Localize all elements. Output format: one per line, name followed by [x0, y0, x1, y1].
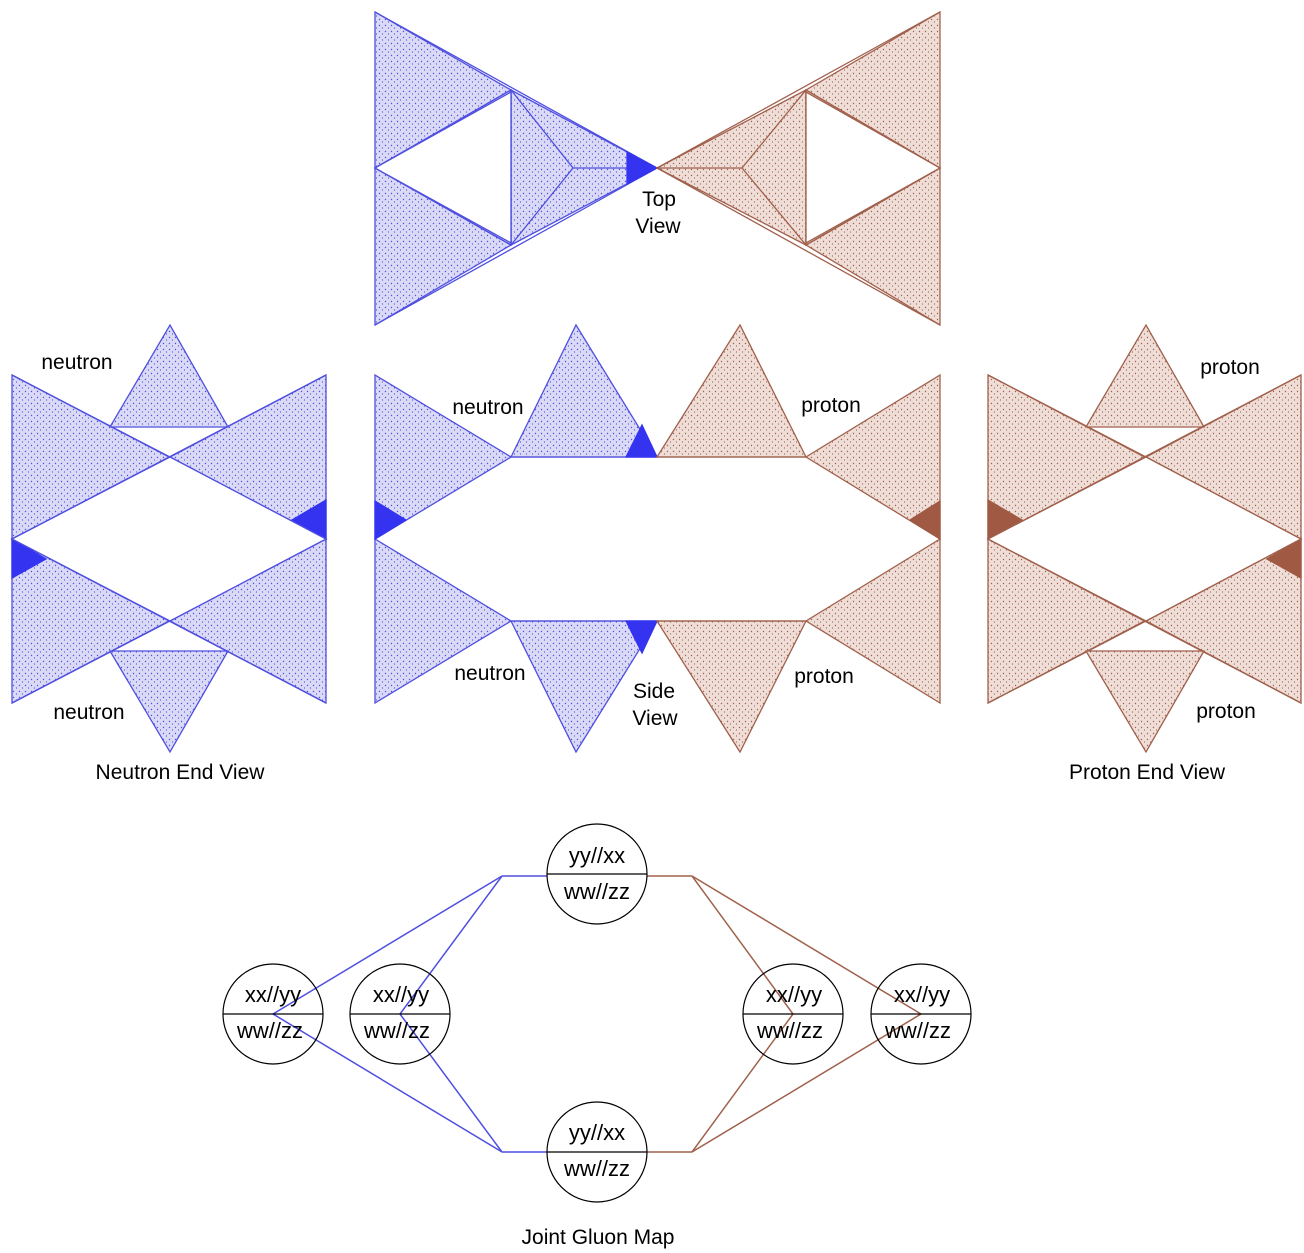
gluon-node-bottom: yy//xx ww//zz [546, 1101, 648, 1203]
gluon-node-left-outer: xx//yy ww//zz [222, 963, 324, 1065]
top-view-label-line2: View [635, 215, 681, 238]
top-view-neutron-inner-void [373, 90, 512, 245]
side-view: neutron neutron proton proton Side View [374, 323, 941, 754]
neutron-end-view-shape [10, 323, 328, 754]
proton-end-view-caption: Proton End View [1069, 761, 1226, 784]
top-view-proton-half [655, 10, 942, 327]
gluon-node-left-inner-upper: xx//yy [373, 982, 429, 1007]
gluon-node-top-upper: yy//xx [569, 843, 625, 868]
side-view-proton-half [655, 323, 941, 754]
proton-end-view-shape [986, 323, 1303, 754]
side-view-proton-bottom-label: proton [794, 665, 854, 688]
proton-end-view-void [986, 456, 1303, 622]
gluon-node-bottom-lower: ww//zz [563, 1156, 630, 1181]
side-view-neutron-top-label: neutron [452, 396, 523, 419]
proton-end-view-bottom-label: proton [1196, 700, 1256, 723]
gluon-node-right-outer-lower: ww//zz [884, 1018, 951, 1043]
neutron-end-view-top-label: neutron [41, 351, 112, 374]
gluon-node-right-inner-lower: ww//zz [756, 1018, 823, 1043]
gluon-node-right-inner-upper: xx//yy [766, 982, 822, 1007]
side-view-proton-top-label: proton [801, 394, 861, 417]
side-view-neutron-bottom-label: neutron [454, 662, 525, 685]
gluon-node-right-inner: xx//yy ww//zz [742, 963, 844, 1065]
side-view-label-line2: View [632, 707, 678, 730]
gluon-node-right-outer-upper: xx//yy [894, 982, 950, 1007]
gluon-node-right-outer: xx//yy ww//zz [870, 963, 972, 1065]
gluon-node-left-outer-lower: ww//zz [236, 1018, 303, 1043]
neutron-end-view-void [10, 456, 328, 622]
gluon-map-caption: Joint Gluon Map [522, 1226, 675, 1249]
proton-end-view-top-label: proton [1200, 356, 1260, 379]
joint-gluon-map: yy//xx ww//zz yy//xx ww//zz xx//yy ww//z… [222, 823, 972, 1249]
side-view-neutron-half [374, 323, 659, 754]
side-view-label-line1: Side [633, 680, 675, 703]
gluon-node-top-lower: ww//zz [563, 879, 630, 904]
neutron-end-view-bottom-label: neutron [53, 701, 124, 724]
neutron-end-view-caption: Neutron End View [96, 761, 266, 784]
gluon-node-bottom-upper: yy//xx [569, 1120, 625, 1145]
top-view-label-line1: Top [642, 188, 676, 211]
gluon-node-left-inner: xx//yy ww//zz [349, 963, 451, 1065]
gluon-node-left-outer-upper: xx//yy [245, 982, 301, 1007]
top-view: Top View [373, 10, 942, 327]
neutron-end-view: neutron neutron Neutron End View [10, 323, 328, 784]
gluon-node-top: yy//xx ww//zz [546, 823, 648, 925]
gluon-node-left-inner-lower: ww//zz [363, 1018, 430, 1043]
proton-end-view: proton proton Proton End View [986, 323, 1303, 784]
